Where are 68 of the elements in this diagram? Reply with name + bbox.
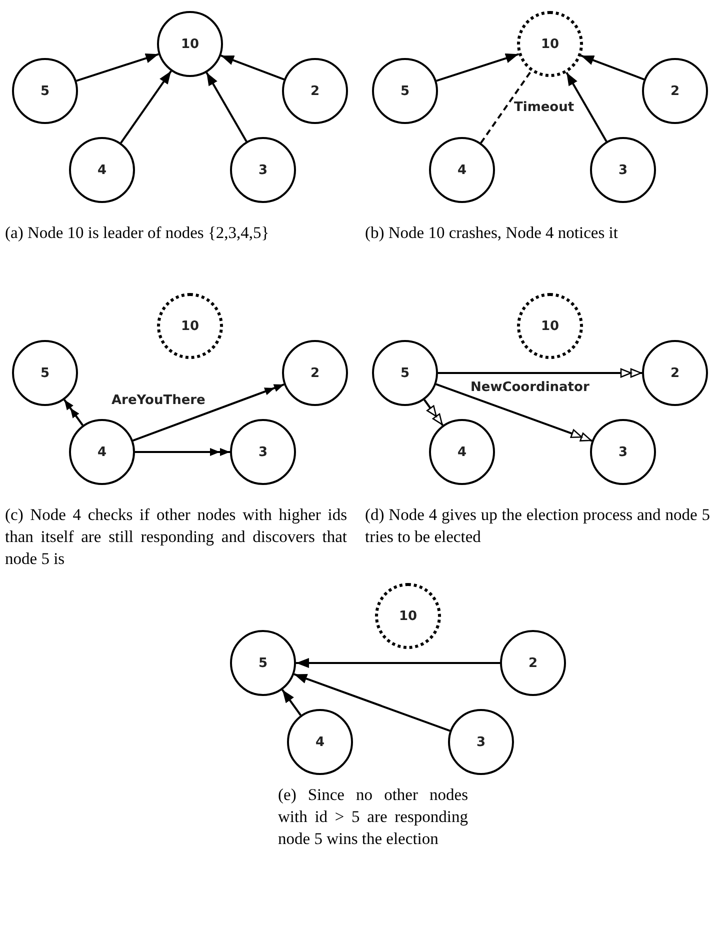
node-id: 10 xyxy=(180,318,200,334)
node-circle xyxy=(282,340,348,406)
node-circle xyxy=(429,137,495,203)
node-circle xyxy=(590,137,656,203)
arrow xyxy=(580,54,644,80)
node-circle xyxy=(372,58,438,124)
node-id: 2 xyxy=(670,84,680,98)
node-circle xyxy=(12,58,78,124)
arrow xyxy=(120,70,172,144)
node-id: 2 xyxy=(670,366,680,380)
node-circle xyxy=(429,419,495,485)
node-circle xyxy=(282,58,348,124)
node-circle xyxy=(69,419,135,485)
node-circle xyxy=(230,630,296,696)
node-circle xyxy=(448,709,514,775)
node-id: 4 xyxy=(457,162,467,178)
node-id: 10 xyxy=(180,36,200,52)
node-id: 10 xyxy=(398,608,418,624)
arrow xyxy=(296,658,500,668)
caption: (b) Node 10 crashes, Node 4 notices it xyxy=(365,222,619,244)
arrow xyxy=(282,689,302,716)
arrow xyxy=(566,72,608,142)
node-id: 3 xyxy=(258,162,268,178)
node-circle xyxy=(642,58,708,124)
node-id: 5 xyxy=(400,84,410,98)
node-id: 4 xyxy=(457,444,467,460)
caption: (c) Node 4 checks if other nodes with higher ids than itself are still responding and discovers that node 5 is xyxy=(5,504,347,570)
node-id: 4 xyxy=(97,444,107,460)
dotted-circle xyxy=(375,583,441,649)
dashed-line xyxy=(480,70,532,144)
node-circle xyxy=(230,419,296,485)
node-id: 2 xyxy=(528,656,538,670)
arrow xyxy=(436,53,519,82)
node-id: 3 xyxy=(618,444,628,460)
caption: (a) Node 10 is leader of nodes {2,3,4,5} xyxy=(5,222,270,244)
node-id: 3 xyxy=(618,162,628,178)
node-id: 4 xyxy=(97,162,107,178)
node-id: 2 xyxy=(310,366,320,380)
node-id: 10 xyxy=(540,36,560,52)
node-circle xyxy=(590,419,656,485)
node-circle xyxy=(642,340,708,406)
dotted-circle xyxy=(157,293,223,359)
node-id: 5 xyxy=(400,366,410,380)
node-id: 5 xyxy=(40,84,50,98)
node-id: 5 xyxy=(258,656,268,670)
arrow xyxy=(206,72,248,142)
node-id: 4 xyxy=(315,734,325,750)
node-circle xyxy=(230,137,296,203)
caption: (e) Since no other nodes with id > 5 are responding node 5 wins the election xyxy=(278,784,468,850)
node-id: 2 xyxy=(310,84,320,98)
arrow xyxy=(294,673,450,732)
node-circle xyxy=(287,709,353,775)
edge-label: NewCoordinator xyxy=(470,380,590,394)
arrow xyxy=(76,53,159,82)
node-circle xyxy=(372,340,438,406)
dotted-circle xyxy=(517,293,583,359)
arrow xyxy=(220,54,284,80)
node-circle xyxy=(157,11,223,77)
dotted-circle xyxy=(517,11,583,77)
caption: (d) Node 4 gives up the election process and node 5 tries to be elected xyxy=(365,504,710,548)
node-circle xyxy=(12,340,78,406)
node-id: 3 xyxy=(258,444,268,460)
node-circle xyxy=(500,630,566,696)
node-id: 3 xyxy=(476,734,486,750)
node-circle xyxy=(69,137,135,203)
node-id: 10 xyxy=(540,318,560,334)
edge-label: Timeout xyxy=(513,100,576,114)
node-id: 5 xyxy=(40,366,50,380)
